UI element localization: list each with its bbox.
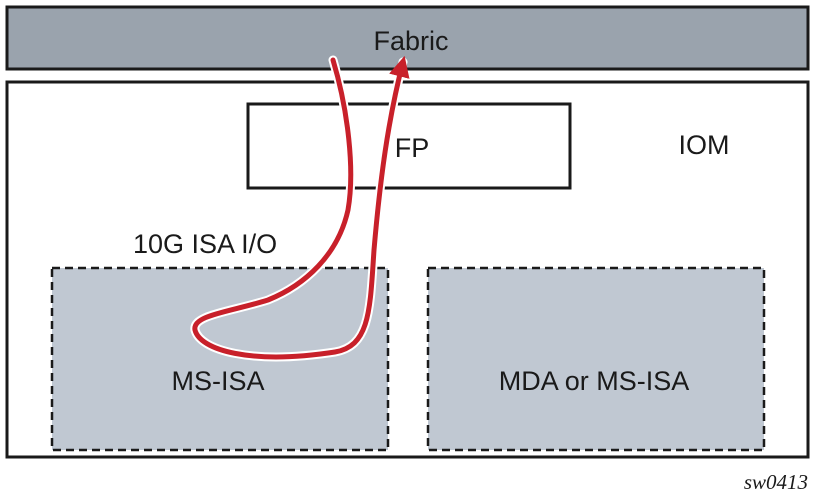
- ms-isa-label: MS-ISA: [171, 366, 264, 396]
- ms-isa-slot: [50, 266, 390, 452]
- mda-slot: [426, 266, 766, 452]
- fp-box: [246, 102, 572, 190]
- fp-label: FP: [395, 133, 430, 163]
- fabric-label: Fabric: [373, 26, 448, 56]
- iom-label: IOM: [679, 130, 730, 160]
- traffic-flow-arrow: [192, 55, 410, 360]
- isa-io-label: 10G ISA I/O: [133, 229, 277, 259]
- mda-label: MDA or MS-ISA: [499, 366, 690, 396]
- figure-id: sw0413: [744, 470, 808, 494]
